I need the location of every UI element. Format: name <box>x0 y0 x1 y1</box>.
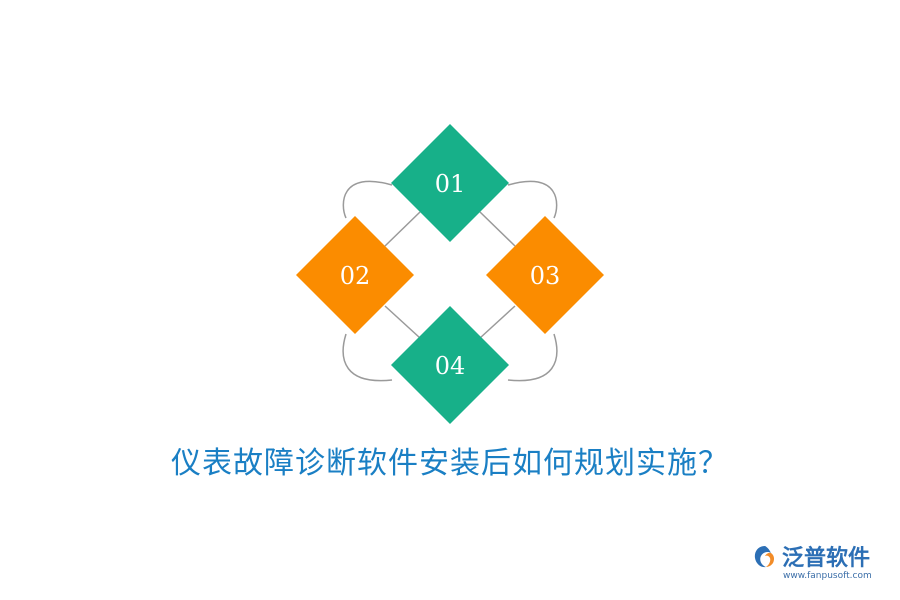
diamond-04-shape <box>391 306 509 424</box>
diamond-01-shape <box>391 124 509 242</box>
inner-connector-top-right <box>479 211 516 247</box>
diamond-02-shape <box>296 216 414 334</box>
diamond-01-label: 01 <box>435 170 466 198</box>
caption-title: 仪表故障诊断软件安装后如何规划实施？ <box>171 446 729 481</box>
diamond-02: 02 <box>296 216 414 334</box>
outer-loop-top-right <box>507 180 558 219</box>
diamond-03: 03 <box>486 216 604 334</box>
fanpu-logo-icon <box>754 546 775 568</box>
diamond-03-label: 03 <box>530 262 561 290</box>
brand-logo: 泛普软件 www.fanpusoft.com <box>750 540 890 590</box>
diamond-04: 04 <box>391 306 509 424</box>
inner-connector-bottom-left <box>384 305 421 339</box>
inner-connector-bottom-right <box>479 305 516 339</box>
diamond-02-label: 02 <box>340 262 371 290</box>
diamond-01: 01 <box>391 124 509 242</box>
connector-lines <box>342 180 558 382</box>
logo-name: 泛普软件 <box>782 546 871 571</box>
diamond-04-label: 04 <box>435 352 466 380</box>
outer-loop-bottom-left <box>342 333 393 382</box>
outer-loop-bottom-right <box>507 333 558 382</box>
outer-loop-top <box>342 180 393 219</box>
diamond-03-shape <box>486 216 604 334</box>
logo-url: www.fanpusoft.com <box>783 571 872 581</box>
inner-connector-top-left <box>384 211 421 247</box>
